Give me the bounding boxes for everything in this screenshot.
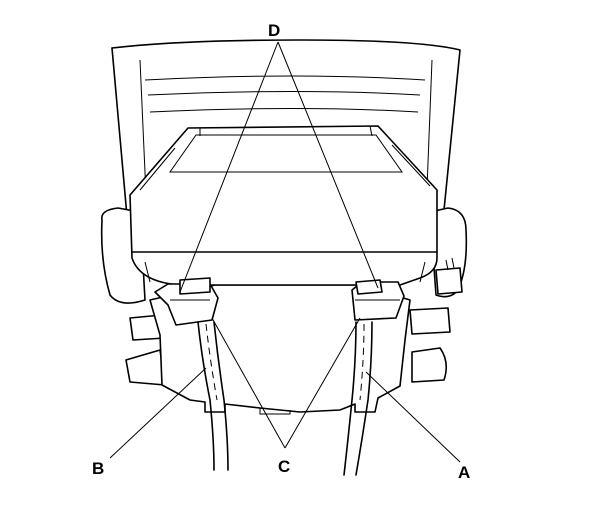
callout-d: D [268, 21, 280, 40]
left-harness [197, 321, 229, 471]
seat-cushion-frame [149, 284, 411, 415]
leader-lines [109, 41, 461, 463]
right-side-cover [409, 207, 468, 383]
left-clip [154, 277, 219, 326]
right-harness [343, 321, 373, 476]
callout-b: B [92, 459, 104, 478]
seat-back-trim [129, 125, 438, 286]
callout-c: C [278, 457, 290, 476]
right-clip [351, 279, 405, 321]
callout-a: A [458, 463, 470, 482]
